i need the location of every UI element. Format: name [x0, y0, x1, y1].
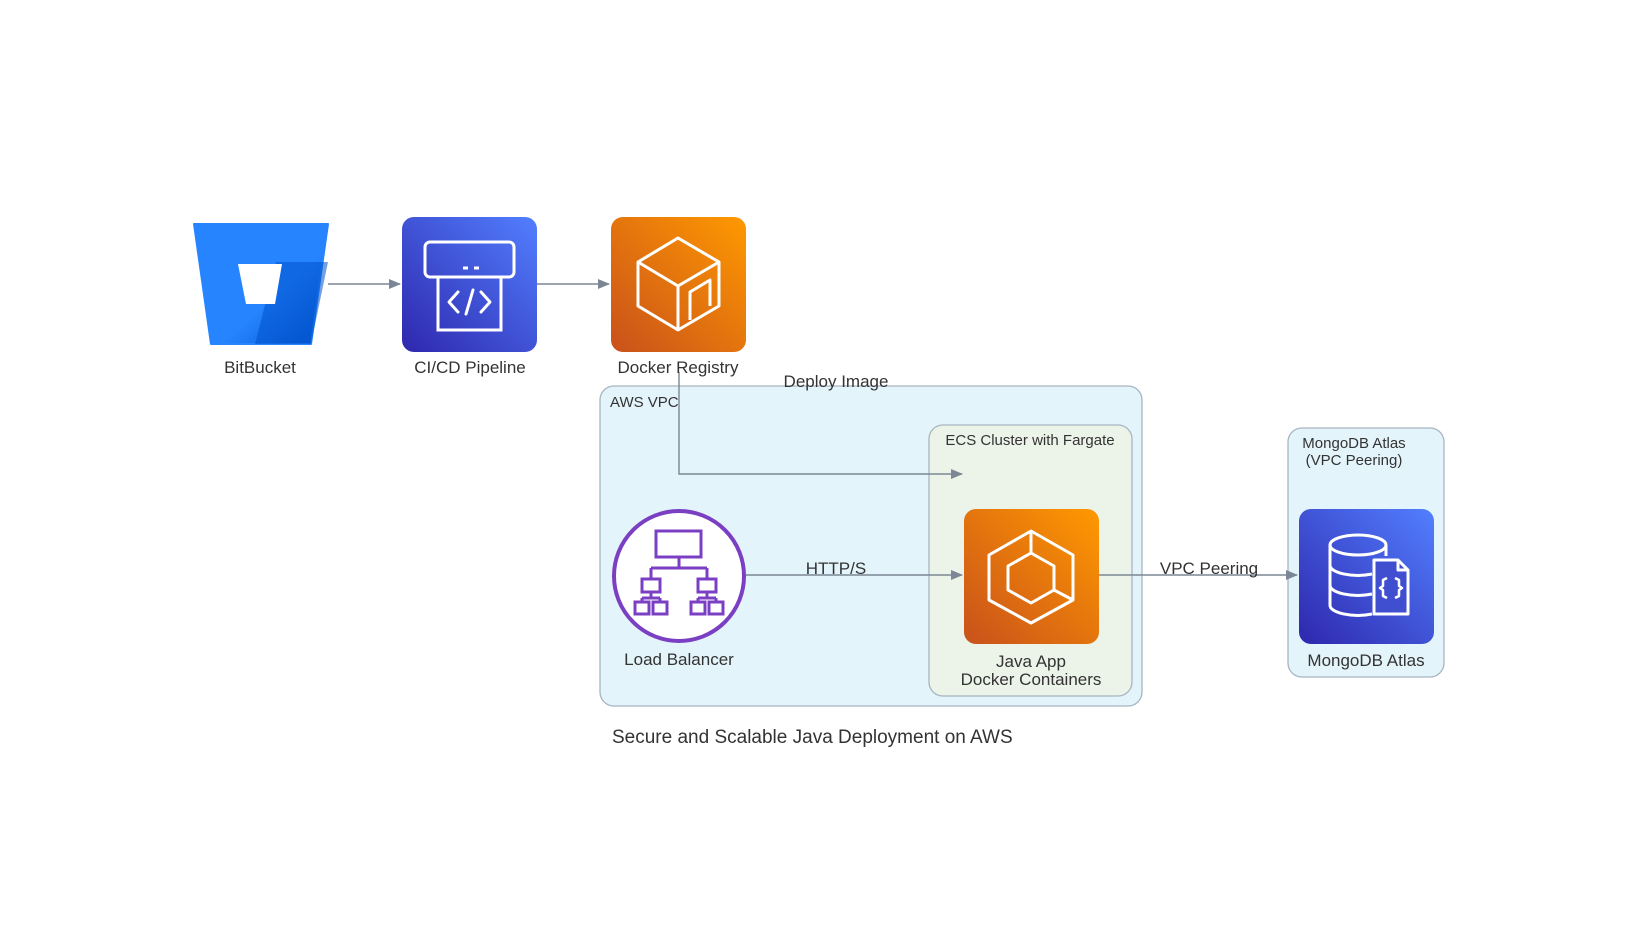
cicd-pipeline-node[interactable]: CI/CD Pipeline	[402, 217, 537, 377]
bitbucket-node[interactable]: BitBucket	[193, 223, 329, 377]
java-app-label: Java App	[996, 652, 1066, 671]
load-balancer-icon	[612, 509, 746, 643]
java-app-node[interactable]: Java App Docker Containers	[961, 509, 1102, 689]
bitbucket-icon	[193, 223, 329, 345]
edge-vpc-peering-label: VPC Peering	[1160, 559, 1258, 578]
diagram-caption: Secure and Scalable Java Deployment on A…	[612, 727, 1013, 748]
load-balancer-node[interactable]: Load Balancer	[612, 509, 746, 669]
container-registry-icon	[611, 217, 746, 352]
mongodb-atlas-label: MongoDB Atlas	[1307, 651, 1424, 670]
cicd-pipeline-label: CI/CD Pipeline	[414, 358, 526, 377]
edge-deploy-image	[678, 372, 963, 479]
load-balancer-label: Load Balancer	[624, 650, 734, 669]
mongodb-atlas-node[interactable]: MongoDB Atlas	[1299, 509, 1434, 670]
edge-deploy-image-label: Deploy Image	[784, 372, 889, 391]
ecs-cluster-group-label: ECS Cluster with Fargate	[945, 432, 1114, 449]
document-database-icon	[1299, 509, 1434, 644]
ecs-container-icon	[964, 509, 1099, 644]
mongodb-atlas-group-sublabel: (VPC Peering)	[1306, 452, 1403, 469]
mongodb-atlas-group-label: MongoDB Atlas	[1302, 435, 1405, 452]
edge-http-label: HTTP/S	[806, 559, 866, 578]
bitbucket-label: BitBucket	[224, 358, 296, 377]
docker-registry-node[interactable]: Docker Registry	[611, 217, 746, 377]
java-app-sublabel: Docker Containers	[961, 670, 1102, 689]
docker-registry-label: Docker Registry	[618, 358, 739, 377]
vpc-group-label: AWS VPC	[610, 394, 679, 411]
code-pipeline-icon	[402, 217, 537, 352]
